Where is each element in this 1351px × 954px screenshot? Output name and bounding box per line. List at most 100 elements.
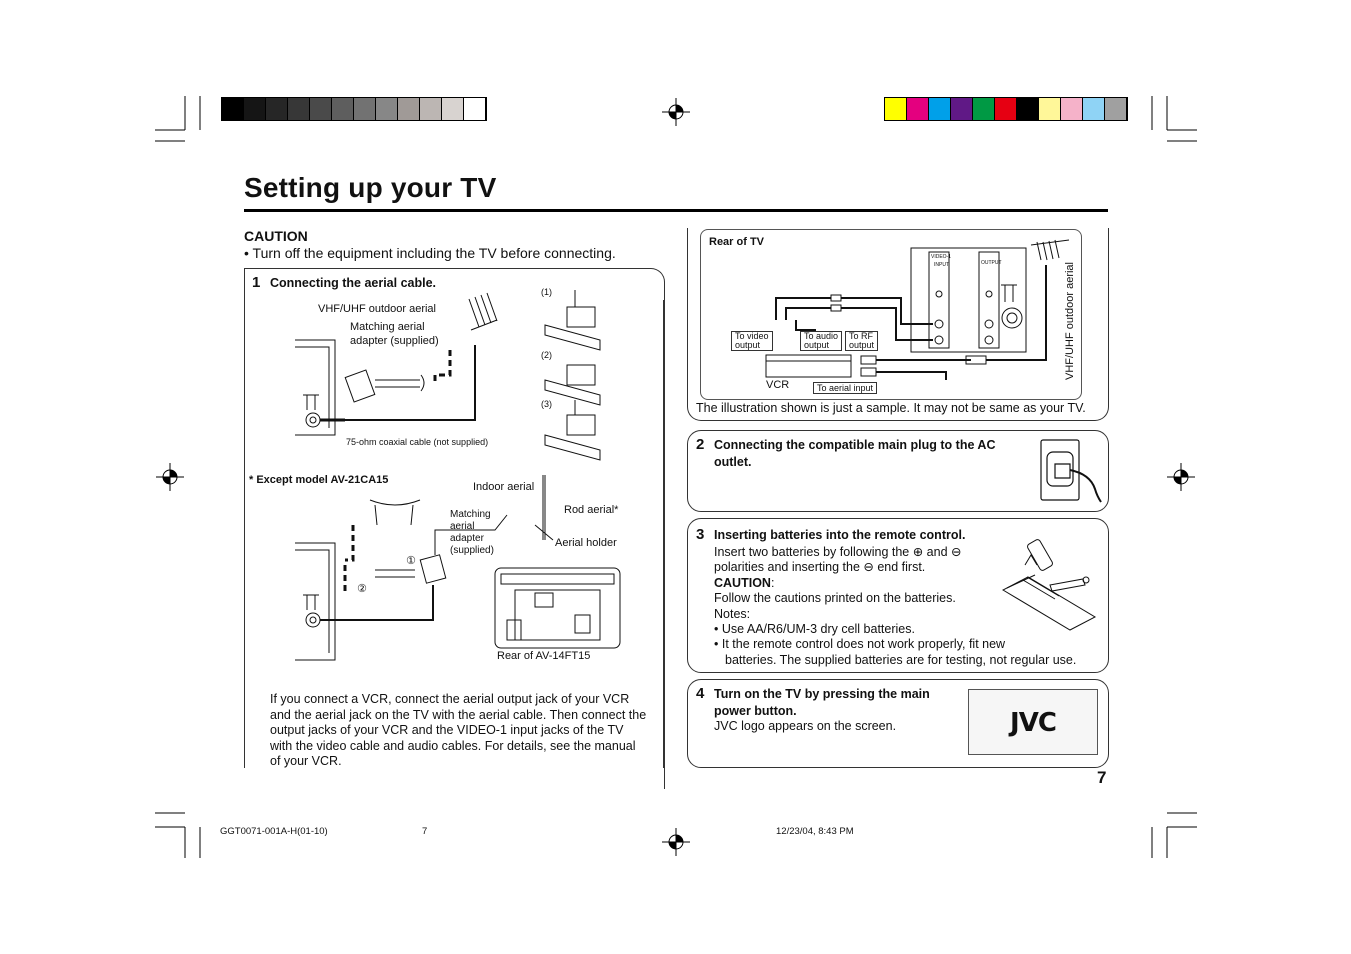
color-swatch — [995, 98, 1017, 120]
gray-scale-bar — [221, 97, 487, 121]
remote-battery-icon — [1001, 539, 1097, 631]
color-swatch — [973, 98, 995, 120]
rear-output: OUTPUT — [981, 260, 1002, 266]
label-aerial-holder: Aerial holder — [555, 537, 617, 549]
label-aerial-input: To aerial input — [813, 382, 878, 394]
step1-left-border — [244, 268, 245, 768]
caution-text: • Turn off the equipment including the T… — [244, 245, 616, 261]
label-rear-av14ft15: Rear of AV-14FT15 — [497, 650, 591, 662]
step1-top-join — [244, 268, 274, 269]
rear-of-tv-panel — [687, 228, 1109, 421]
color-swatch — [929, 98, 951, 120]
color-swatch — [1017, 98, 1039, 120]
label-vcr: VCR — [766, 379, 790, 391]
step2-title-1: Connecting the compatible main plug to t… — [714, 438, 996, 452]
color-swatch — [1105, 98, 1127, 120]
label-matching-c: adapter — [450, 533, 484, 544]
color-swatch — [398, 98, 420, 120]
label-text: output — [804, 340, 830, 350]
step3-line1: Insert two batteries by following the ⊕ … — [714, 545, 962, 559]
step3-caution: CAUTION: — [714, 576, 774, 592]
vcr-note-line: output jacks of your VCR and the VIDEO-1… — [270, 723, 624, 737]
step3-panel — [687, 518, 1109, 673]
rear-title: Rear of TV — [709, 236, 765, 248]
label-sub2: (2) — [541, 350, 552, 360]
rear-input: INPUT — [934, 262, 949, 268]
step1-right-border-bottom — [663, 300, 664, 768]
step4-title-1: Turn on the TV by pressing the main — [714, 687, 930, 701]
step3-number: 3 — [696, 526, 705, 543]
color-swatch — [885, 98, 907, 120]
vcr-note-line: with the video cable and audio cables. F… — [270, 738, 636, 753]
title-rule — [244, 209, 1108, 212]
label-matching-1: Matching aerial — [350, 321, 425, 333]
color-swatch — [464, 98, 486, 120]
step2-title-2: outlet. — [714, 455, 752, 469]
label-coax: 75-ohm coaxial cable (not supplied) — [346, 437, 489, 447]
rear-tv-diagram — [765, 239, 1070, 380]
step3-caution-label: CAUTION — [714, 576, 771, 590]
color-bar — [884, 97, 1128, 121]
vcr-note-line: If you connect a VCR, connect the aerial… — [270, 692, 630, 706]
vcr-note: If you connect a VCR, connect the aerial… — [270, 692, 662, 770]
step3-note2b: batteries. The supplied batteries are fo… — [725, 653, 1077, 667]
step3-note2: • It the remote control does not work pr… — [714, 637, 1006, 651]
color-swatch — [1039, 98, 1061, 120]
label-circle-2: ② — [357, 583, 367, 595]
ac-outlet-icon — [1040, 439, 1102, 503]
jvc-logo: JVC — [1010, 708, 1057, 738]
vcr-note-line: of your VCR. — [270, 754, 342, 768]
step1-number: 1 — [252, 274, 261, 291]
rear-video1: VIDEO-1 — [931, 254, 952, 260]
label-vhf-vertical: VHF/UHF outdoor aerial — [1064, 262, 1076, 380]
tv-screen: JVC — [968, 689, 1098, 755]
step2-number: 2 — [696, 436, 705, 453]
label-sub3: (3) — [541, 399, 552, 409]
color-swatch — [1061, 98, 1083, 120]
step3-note1: • Use AA/R6/UM-3 dry cell batteries. — [714, 622, 915, 636]
color-swatch — [222, 98, 244, 120]
color-swatch — [951, 98, 973, 120]
color-swatch — [310, 98, 332, 120]
color-swatch — [907, 98, 929, 120]
label-circle-1: ① — [406, 555, 416, 567]
label-rod-aerial: Rod aerial* — [564, 504, 619, 516]
step1-panel — [244, 268, 665, 789]
page-number: 7 — [1097, 768, 1107, 787]
step3-caution-colon: : — [770, 576, 775, 590]
label-indoor-aerial: Indoor aerial — [473, 481, 535, 493]
footer-right: 12/23/04, 8:43 PM — [776, 826, 854, 837]
step3-line3: Follow the cautions printed on the batte… — [714, 591, 956, 605]
color-swatch — [1083, 98, 1105, 120]
label-text: To video — [735, 331, 769, 341]
step4-title-2: power button. — [714, 704, 797, 718]
label-text: To RF — [849, 331, 874, 341]
label-matching-a: Matching — [450, 509, 491, 520]
aerial-connection-diagram — [295, 290, 621, 661]
label-except-model: * Except model AV-21CA15 — [249, 474, 389, 486]
label-text: output — [849, 340, 875, 350]
color-swatch — [244, 98, 266, 120]
vcr-note-line: and the aerial jack on the TV with the a… — [270, 707, 647, 722]
step3-line2: polarities and inserting the ⊖ end first… — [714, 560, 926, 574]
step1-title: Connecting the aerial cable. — [270, 276, 437, 290]
color-swatch — [266, 98, 288, 120]
color-swatch — [442, 98, 464, 120]
color-swatch — [420, 98, 442, 120]
footer-left: GGT0071-001A-H(01-10) — [220, 826, 328, 837]
step4-number: 4 — [696, 685, 705, 702]
color-swatch — [288, 98, 310, 120]
step2-panel — [687, 430, 1109, 512]
rear-diagram-frame — [700, 229, 1082, 400]
color-swatch — [354, 98, 376, 120]
footer-mid: 7 — [422, 826, 428, 837]
label-matching-d: (supplied) — [450, 545, 494, 556]
label-vhf-uhf: VHF/UHF outdoor aerial — [318, 303, 436, 315]
label-text: output — [735, 340, 761, 350]
label-sub1: (1) — [541, 287, 552, 297]
color-swatch — [376, 98, 398, 120]
caution-heading: CAUTION — [244, 228, 308, 244]
